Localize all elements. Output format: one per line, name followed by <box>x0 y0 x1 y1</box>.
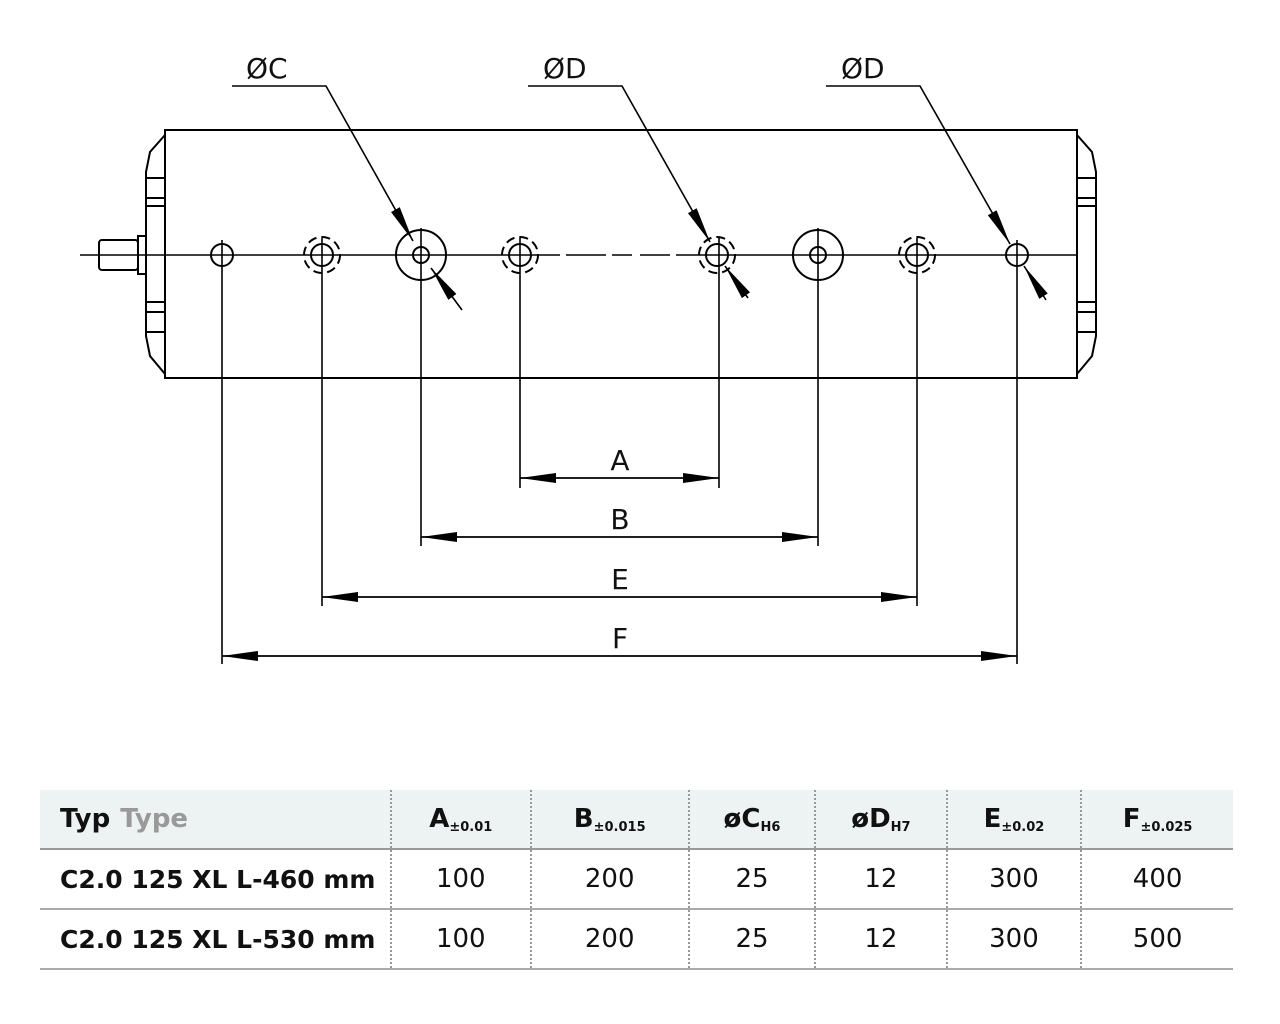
cell-f: 500 <box>1080 909 1233 969</box>
header-name: A <box>429 803 450 834</box>
actuator-body <box>98 129 1097 379</box>
label-dia-d-1: ØD <box>543 52 587 85</box>
table-row: C2.0 125 XL L-530 mm 100 200 25 12 300 5… <box>40 909 1233 969</box>
type-label-de: Typ <box>60 804 111 834</box>
cell-e: 300 <box>945 849 1082 909</box>
header-c: øCH6 <box>687 790 816 849</box>
extension-lines <box>221 228 1018 664</box>
label-dia-c: ØC <box>246 52 288 85</box>
header-tolerance: ±0.025 <box>1140 819 1193 835</box>
technical-drawing: ØC ØD ØD A B E F <box>80 52 1110 664</box>
cell-type: C2.0 125 XL L-530 mm <box>60 924 376 954</box>
cell-b: 200 <box>529 849 689 909</box>
dimension-lines <box>222 473 1017 661</box>
header-b: B±0.015 <box>529 790 689 849</box>
header-name: øC <box>723 803 761 834</box>
header-tolerance: H6 <box>760 819 781 835</box>
label-e: E <box>611 563 629 596</box>
cell-d: 12 <box>814 909 947 969</box>
cell-a: 100 <box>390 849 531 909</box>
header-e: E±0.02 <box>945 790 1082 849</box>
cell-a: 100 <box>390 909 531 969</box>
label-a: A <box>610 444 629 477</box>
header-tolerance: ±0.015 <box>593 819 646 835</box>
cell-b: 200 <box>529 909 689 969</box>
header-f: F±0.025 <box>1080 790 1233 849</box>
cell-f: 400 <box>1080 849 1233 909</box>
cell-type: C2.0 125 XL L-460 mm <box>60 864 376 894</box>
cell-d: 12 <box>814 849 947 909</box>
header-a: A±0.01 <box>390 790 531 849</box>
cell-e: 300 <box>945 909 1082 969</box>
label-dia-d-2: ØD <box>841 52 885 85</box>
header-name: øD <box>851 803 891 834</box>
label-f: F <box>612 622 628 655</box>
header-name: F <box>1122 803 1141 834</box>
cell-c: 25 <box>687 849 816 909</box>
type-label-en: Type <box>120 804 189 834</box>
header-name: B <box>573 803 594 834</box>
label-b: B <box>610 503 629 536</box>
table-row: C2.0 125 XL L-460 mm 100 200 25 12 300 4… <box>40 849 1233 909</box>
leaders <box>232 85 1048 311</box>
cell-c: 25 <box>687 909 816 969</box>
header-tolerance: ±0.02 <box>1001 819 1045 835</box>
header-d: øDH7 <box>814 790 947 849</box>
header-tolerance: ±0.01 <box>449 819 493 835</box>
header-name: E <box>983 803 1002 834</box>
header-tolerance: H7 <box>890 819 911 835</box>
header-type: Typ Type <box>40 790 391 849</box>
